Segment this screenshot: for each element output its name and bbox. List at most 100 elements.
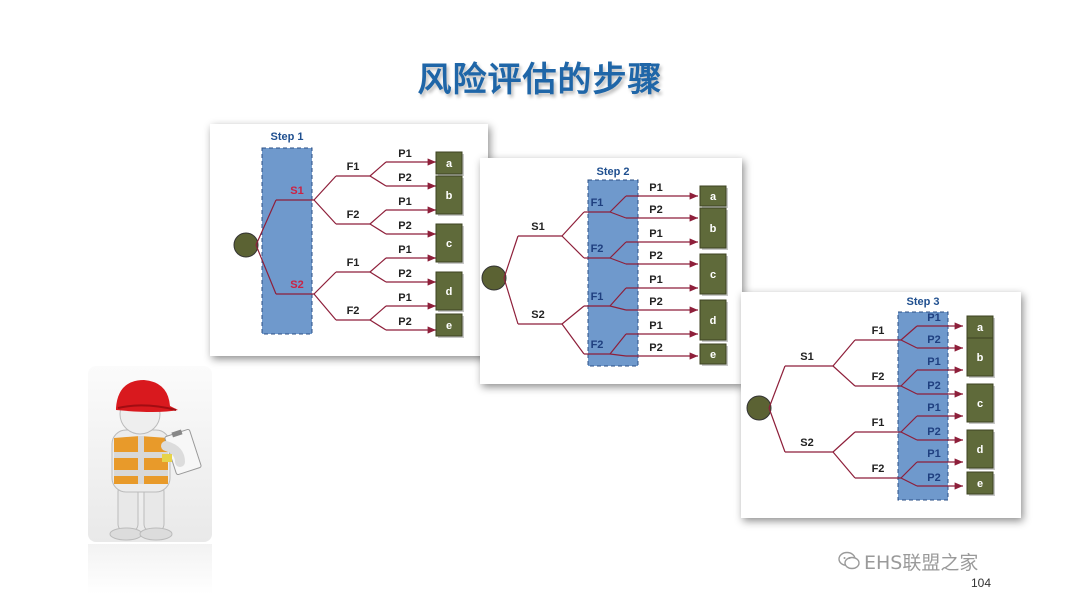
branch-f: [561, 305, 585, 325]
branch-p: [369, 209, 387, 225]
outcome-box: [699, 343, 727, 365]
risk-p-label: P1: [927, 402, 940, 414]
risk-s-label: S2: [531, 309, 544, 321]
branch-p: [609, 305, 627, 311]
page-number: 104: [971, 576, 992, 590]
risk-s-label: S1: [290, 185, 303, 197]
branch-p: [369, 319, 387, 331]
branch-s: [503, 235, 519, 279]
outcome-label: d: [977, 444, 984, 456]
branch-p: [369, 223, 387, 235]
outcome-box: [435, 151, 463, 175]
risk-p-label: P1: [649, 274, 662, 286]
risk-f-label: F1: [872, 417, 885, 429]
risk-f-label: F2: [872, 371, 885, 383]
risk-f-label: F1: [347, 161, 360, 173]
risk-f-label: F1: [872, 325, 885, 337]
outcome-label: e: [977, 478, 983, 490]
outcome-label: c: [446, 238, 452, 250]
risk-s-label: S2: [290, 279, 303, 291]
risk-s-label: S1: [531, 221, 544, 233]
outcome-label: c: [977, 398, 983, 410]
risk-p-label: P1: [398, 148, 411, 160]
step-column-highlight: [261, 147, 313, 335]
risk-p-label: P1: [398, 196, 411, 208]
branch-f: [832, 451, 856, 479]
risk-f-label: F2: [591, 339, 604, 351]
risk-p-label: P1: [649, 228, 662, 240]
branch-f: [561, 235, 585, 259]
branch-p: [900, 415, 918, 433]
risk-p-label: P2: [927, 380, 940, 392]
page-title: 风险评估的步骤: [417, 60, 663, 100]
branch-p: [900, 369, 918, 387]
risk-p-label: P2: [398, 172, 411, 184]
outcome-box: [435, 175, 463, 215]
branch-p: [900, 477, 918, 487]
branch-p: [369, 257, 387, 273]
branch-f: [561, 211, 585, 237]
branch-p: [369, 175, 387, 187]
outcome-label: e: [710, 349, 716, 361]
risk-p-label: P2: [649, 204, 662, 216]
root-node: [481, 265, 507, 291]
risk-p-label: P1: [927, 312, 940, 324]
safety-worker-illustration: [88, 366, 212, 542]
risk-p-label: P2: [398, 268, 411, 280]
branch-s: [255, 244, 277, 295]
branch-p: [609, 287, 627, 307]
branch-p: [900, 431, 918, 441]
branch-s: [768, 407, 786, 453]
branch-f: [313, 175, 337, 201]
branch-p: [369, 161, 387, 177]
outcome-box: [966, 383, 994, 423]
worker-reflection: [88, 544, 212, 594]
outcome-box: [699, 185, 727, 207]
step-column-highlight: [587, 179, 639, 367]
risk-p-label: P2: [649, 342, 662, 354]
branch-f: [832, 339, 856, 367]
outcome-box: [435, 313, 463, 337]
root-node: [233, 232, 259, 258]
branch-f: [832, 365, 856, 387]
risk-f-label: F1: [591, 291, 604, 303]
risk-f-label: F2: [347, 209, 360, 221]
outcome-box: [966, 337, 994, 377]
branch-p: [369, 305, 387, 321]
outcome-label: a: [710, 191, 717, 203]
branch-p: [900, 385, 918, 395]
branch-s: [255, 199, 277, 246]
branch-p: [609, 241, 627, 259]
footer-brand: EHS联盟之家: [864, 552, 979, 574]
risk-f-label: F2: [347, 305, 360, 317]
risk-p-label: P1: [649, 182, 662, 194]
outcome-label: b: [710, 223, 717, 235]
outcome-box: [699, 253, 727, 295]
wechat-icon: [838, 551, 860, 570]
risk-f-label: F1: [591, 197, 604, 209]
risk-p-label: P1: [398, 292, 411, 304]
risk-f-label: F2: [591, 243, 604, 255]
risk-s-label: S1: [800, 351, 813, 363]
branch-p: [609, 353, 627, 357]
risk-f-label: F1: [347, 257, 360, 269]
outcome-label: d: [710, 315, 717, 327]
outcome-box: [435, 271, 463, 311]
branch-p: [609, 333, 627, 355]
outcome-box: [699, 207, 727, 249]
outcome-box: [699, 299, 727, 341]
outcome-label: b: [977, 352, 984, 364]
branch-p: [900, 461, 918, 479]
risk-p-label: P2: [927, 472, 940, 484]
branch-p: [609, 211, 627, 219]
outcome-box: [966, 429, 994, 469]
step-label: Step 3: [906, 296, 939, 308]
outcome-label: b: [446, 190, 453, 202]
root-node: [746, 395, 772, 421]
